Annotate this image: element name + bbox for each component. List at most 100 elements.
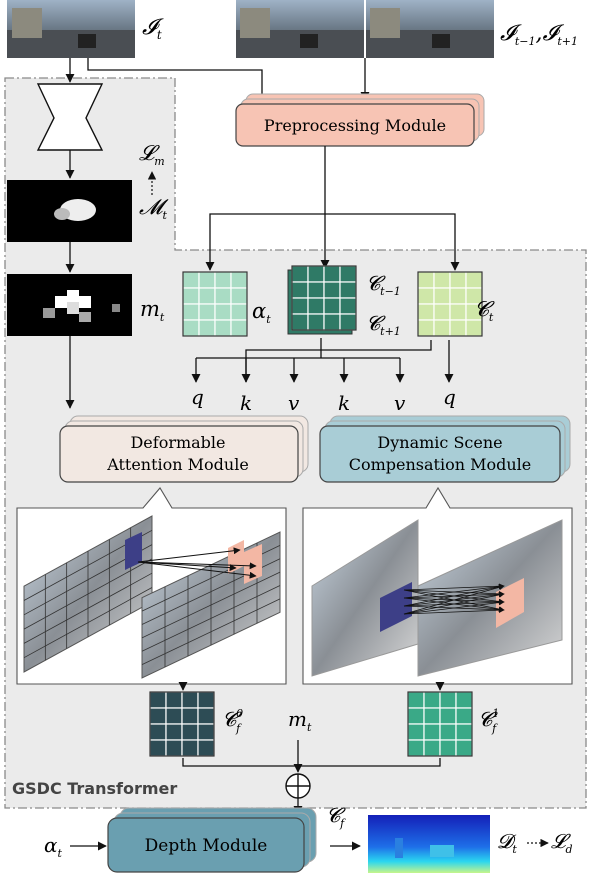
grid-cell: [455, 739, 473, 757]
grid-cell: [230, 287, 248, 305]
deformable-attention-module: Deformable Attention Module: [59, 415, 309, 483]
grid-cell: [449, 319, 467, 337]
grid-cell: [339, 265, 357, 283]
dynamic-label-2: Compensation Module: [349, 455, 532, 474]
patch-mask-image: [7, 274, 132, 336]
grid-cell: [339, 313, 357, 331]
motion-mask-image: [7, 180, 132, 242]
key-patches: [496, 578, 524, 628]
grid-cell: [198, 303, 216, 321]
frames-adjacent-label: 𝓘t−1,𝓘t+1: [500, 21, 578, 48]
grid-cell: [182, 287, 200, 305]
grid-cell: [323, 313, 341, 331]
grid-c-adjacent: [287, 265, 357, 335]
grid-cell: [417, 319, 435, 337]
grid-cell: [323, 281, 341, 299]
input-image-t-minus-1: [236, 0, 364, 58]
input-image-t-plus-1: [366, 0, 494, 58]
grid-cell: [417, 287, 435, 305]
grid-cell: [181, 739, 199, 757]
grid-alpha: [182, 271, 248, 337]
frame-t-label: 𝓘t: [142, 15, 164, 42]
grid-cell: [230, 271, 248, 289]
depth-module: Depth Module: [107, 807, 317, 873]
compensation-arrow: [403, 607, 505, 615]
grid-cell: [149, 723, 167, 741]
mask-encoder-icon: [36, 83, 104, 151]
attention-arrow: [137, 547, 241, 563]
grid-cell: [439, 739, 457, 757]
grid-cell: [407, 723, 425, 741]
compensation-arrow: [403, 584, 505, 607]
query-patch: [125, 532, 142, 570]
grid-line: [23, 587, 153, 659]
grid-cell: [230, 303, 248, 321]
grid-cell: [423, 739, 441, 757]
grid-cell: [197, 723, 215, 741]
compensation-arrow: [403, 599, 505, 615]
deformable-label-1: Deformable: [130, 433, 225, 452]
grid-cell: [291, 297, 309, 315]
grid-cell: [449, 271, 467, 289]
preprocessing-label: Preprocessing Module: [264, 116, 446, 135]
fusion-op-icon: [285, 773, 311, 799]
grid-cell: [339, 281, 357, 299]
grid-cell: [291, 265, 309, 283]
compensation-arrow: [403, 583, 505, 599]
dynamic-illustration: [311, 519, 563, 677]
grid-cell: [423, 707, 441, 725]
v-label-2: v: [394, 391, 406, 415]
grid-cell: [182, 303, 200, 321]
grid-cell: [307, 297, 325, 315]
grid-cell: [455, 723, 473, 741]
grid-cell: [449, 287, 467, 305]
grid-cell: [433, 287, 451, 305]
grid-cell: [417, 271, 435, 289]
attention-arrow: [137, 561, 237, 572]
alpha-bottom-label: αt: [44, 833, 63, 860]
grid-cell: [181, 691, 199, 709]
grid-cell: [449, 303, 467, 321]
grid-cell: [165, 723, 183, 741]
grid-cell: [214, 303, 232, 321]
compensation-arrow: [403, 584, 505, 615]
depth-out-label: 𝓓t: [497, 829, 517, 856]
k-label-1: k: [240, 391, 252, 415]
grid-cell: [323, 265, 341, 283]
dynamic-label-1: Dynamic Scene: [377, 433, 502, 452]
depth-map-image: [368, 815, 490, 873]
grid-border: [149, 691, 215, 757]
grid-border: [182, 271, 248, 337]
grid-cell: [149, 707, 167, 725]
deformable-label-2: Attention Module: [106, 455, 249, 474]
grid-cell: [214, 319, 232, 337]
dynamic-compensation-module: Dynamic Scene Compensation Module: [319, 415, 571, 483]
grid-line: [141, 585, 281, 652]
grid-cell: [214, 287, 232, 305]
grid-border: [417, 271, 483, 337]
query-patches: [380, 582, 412, 632]
grid-line: [141, 598, 281, 665]
grid-cell: [407, 691, 425, 709]
grid-cell: [433, 303, 451, 321]
grid-cell: [182, 271, 200, 289]
grid-cell: [198, 287, 216, 305]
compensation-arrow: [403, 583, 505, 591]
grid-cell: [339, 297, 357, 315]
grid-cell: [198, 271, 216, 289]
grid-cell: [197, 691, 215, 709]
grid-line: [23, 558, 153, 630]
grid-line: [23, 572, 153, 644]
grid-cell: [197, 707, 215, 725]
grid-cell: [407, 739, 425, 757]
grid-cell: [149, 739, 167, 757]
grid-cell: [455, 707, 473, 725]
grid-cell: [307, 281, 325, 299]
attention-arrow: [137, 561, 257, 579]
grid-cell: [455, 691, 473, 709]
grid-cell: [291, 281, 309, 299]
grid-cell: [149, 691, 167, 709]
grid-cell: [182, 319, 200, 337]
